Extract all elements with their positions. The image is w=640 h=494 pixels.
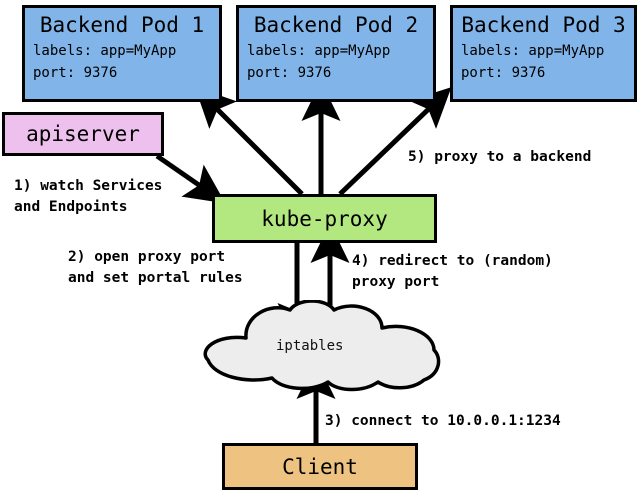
backend-pod-1[interactable]: Backend Pod 1 labels: app=MyApp port: 93… xyxy=(22,5,222,102)
step-4-line-1: 4) redirect to (random) xyxy=(352,253,553,269)
step-1-line-1: 1) watch Services xyxy=(14,178,163,194)
client-label: Client xyxy=(282,454,358,479)
backend-pod-3[interactable]: Backend Pod 3 labels: app=MyApp port: 93… xyxy=(450,5,637,102)
arrow-kubeproxy-to-pod3 xyxy=(338,87,452,196)
pod-labels: labels: app=MyApp xyxy=(461,43,605,59)
pod-title: Backend Pod 1 xyxy=(39,13,205,37)
pod-port: port: 9376 xyxy=(461,65,546,81)
pod-port: port: 9376 xyxy=(33,65,118,81)
cloud-shape xyxy=(203,299,441,392)
arrow-apiserver-to-kubeproxy xyxy=(155,153,226,204)
step-2-line-2: and set portal rules xyxy=(68,270,243,286)
apiserver-node[interactable]: apiserver xyxy=(2,112,164,156)
pod-port: port: 9376 xyxy=(247,65,332,81)
step-3-line-1: 3) connect to 10.0.0.1:1234 xyxy=(325,413,561,429)
step-5-label: 5) proxy to a backend xyxy=(408,147,591,168)
pod-title: Backend Pod 3 xyxy=(461,13,626,37)
step-5-line-1: 5) proxy to a backend xyxy=(408,149,592,165)
kube-proxy-label: kube-proxy xyxy=(261,206,388,231)
client-node[interactable]: Client xyxy=(222,443,418,490)
step-3-label: 3) connect to 10.0.0.1:1234 xyxy=(325,411,561,432)
pod-labels: labels: app=MyApp xyxy=(33,43,177,59)
step-1-line-2: and Endpoints xyxy=(14,199,128,215)
pod-labels: labels: app=MyApp xyxy=(247,43,391,59)
step-2-line-1: 2) open proxy port xyxy=(68,249,226,265)
iptables-label: iptables xyxy=(276,338,344,354)
apiserver-label: apiserver xyxy=(26,122,140,146)
step-4-label: 4) redirect to (random) proxy port xyxy=(352,251,553,293)
pod-title: Backend Pod 2 xyxy=(253,13,419,37)
step-4-line-2: proxy port xyxy=(352,274,440,290)
backend-pod-2[interactable]: Backend Pod 2 labels: app=MyApp port: 93… xyxy=(236,5,436,102)
step-2-label: 2) open proxy port and set portal rules xyxy=(68,247,243,289)
arrow-kubeproxy-to-pod1 xyxy=(194,86,304,196)
step-1-label: 1) watch Services and Endpoints xyxy=(14,176,162,218)
kube-proxy-node[interactable]: kube-proxy xyxy=(212,194,437,243)
iptables-cloud xyxy=(186,299,468,396)
